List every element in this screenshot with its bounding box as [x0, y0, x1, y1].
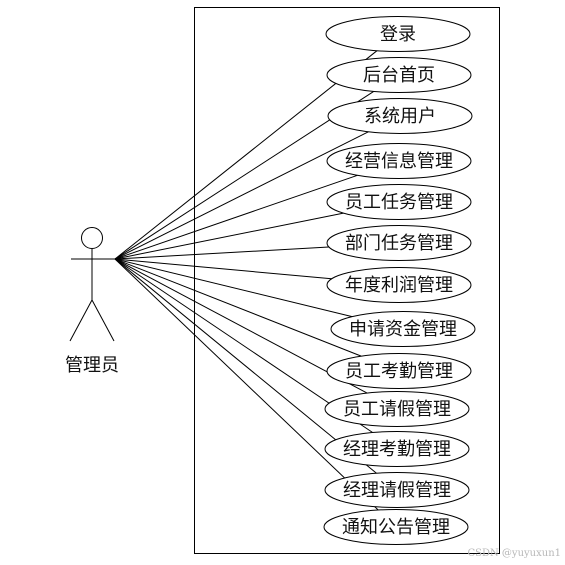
use-case-ellipse — [326, 267, 472, 303]
use-case-label: 经营信息管理 — [345, 151, 453, 172]
use-case-label: 经理考勤管理 — [343, 439, 451, 460]
use-case: 申请资金管理 — [330, 311, 476, 347]
association-line — [114, 258, 353, 318]
association-lines — [114, 50, 379, 511]
use-case-ellipse — [326, 184, 472, 220]
use-case-label: 通知公告管理 — [342, 517, 450, 538]
use-case-group: 登录后台首页系统用户经营信息管理员工任务管理部门任务管理年度利润管理申请资金管理… — [323, 16, 476, 545]
use-case-label: 申请资金管理 — [349, 319, 457, 340]
use-case-label: 部门任务管理 — [345, 233, 453, 254]
association-line — [114, 258, 377, 474]
actor-right-leg — [91, 299, 115, 342]
use-case-ellipse — [330, 311, 476, 347]
use-case-ellipse — [325, 16, 471, 52]
use-case-label: 员工请假管理 — [343, 399, 451, 420]
use-case-label: 经理请假管理 — [343, 480, 451, 501]
use-case: 后台首页 — [326, 57, 472, 93]
use-case-ellipse — [326, 143, 472, 179]
use-case-label: 后台首页 — [363, 65, 435, 86]
use-case: 员工请假管理 — [324, 391, 470, 427]
use-case: 系统用户 — [327, 98, 473, 134]
use-case: 部门任务管理 — [326, 225, 472, 261]
actor-head — [81, 227, 103, 249]
watermark-text: CSDN @yuyuxun1 — [467, 548, 561, 559]
use-case-ellipse — [326, 57, 472, 93]
use-case: 经理考勤管理 — [324, 431, 470, 467]
system-boundary — [194, 7, 500, 554]
use-case-label: 系统用户 — [364, 106, 436, 127]
association-line — [114, 212, 344, 260]
association-line — [114, 174, 358, 260]
use-case-ellipse — [324, 472, 470, 508]
use-case-ellipse — [326, 225, 472, 261]
use-case: 经营信息管理 — [326, 143, 472, 179]
use-case-label: 员工考勤管理 — [345, 361, 453, 382]
use-case: 员工考勤管理 — [326, 353, 472, 389]
use-case-label: 年度利润管理 — [345, 275, 453, 296]
actor-left-leg — [69, 299, 93, 342]
use-case-label: 登录 — [380, 24, 416, 45]
use-case-ellipse — [324, 431, 470, 467]
association-line — [114, 258, 379, 511]
use-case-ellipse — [324, 391, 470, 427]
use-case-ellipse — [327, 98, 473, 134]
association-line — [114, 131, 369, 260]
association-line — [114, 258, 368, 394]
use-case-ellipse — [323, 509, 469, 545]
actor-label: 管理员 — [65, 355, 119, 376]
use-case: 年度利润管理 — [326, 267, 472, 303]
association-line — [114, 246, 329, 260]
association-line — [114, 258, 332, 280]
association-line — [114, 50, 378, 260]
actor-figure — [69, 227, 116, 342]
use-case-label: 员工任务管理 — [345, 192, 453, 213]
use-case-ellipse — [326, 353, 472, 389]
use-case: 通知公告管理 — [323, 509, 469, 545]
use-case: 登录 — [325, 16, 471, 52]
use-case: 经理请假管理 — [324, 472, 470, 508]
use-case: 员工任务管理 — [326, 184, 472, 220]
association-line — [114, 258, 362, 357]
